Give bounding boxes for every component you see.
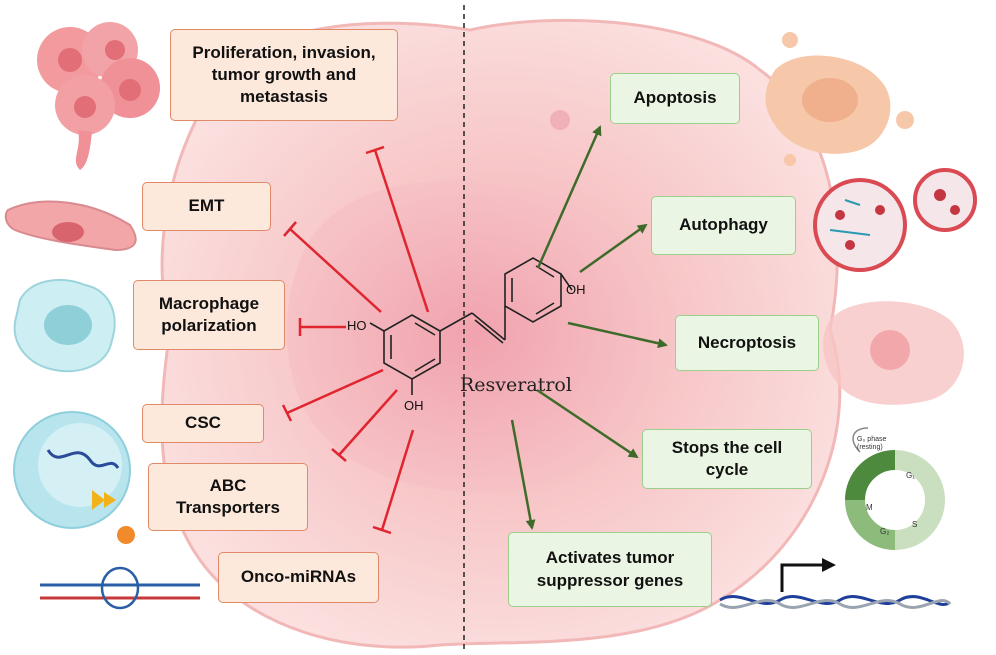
inhibit-line-emt (283, 221, 382, 313)
arrow-autophagy (579, 223, 648, 274)
mirna-illustration (40, 566, 200, 610)
stem-cell-illustration (13, 411, 135, 544)
hydroxyl-label-bottom: OH (404, 398, 424, 413)
box-macrophage-polarization: Macrophage polarization (133, 280, 285, 350)
cell-vesicle (550, 110, 570, 130)
box-cell-cycle-arrest: Stops the cell cycle (642, 429, 812, 489)
vinyl-bond (439, 312, 473, 332)
cell-cycle-illustration (845, 427, 945, 550)
autophagy-illustration (813, 168, 977, 272)
inhibit-line-proliferation (365, 145, 430, 313)
box-autophagy: Autophagy (651, 196, 796, 255)
macrophage-illustration (13, 279, 116, 373)
arrow-necroptosis (567, 321, 668, 349)
inhibit-line-macrophage (298, 318, 346, 336)
necroptotic-cell-illustration (823, 301, 964, 405)
compound-name: Resveratrol (460, 374, 572, 396)
inhibit-line-csc (281, 368, 384, 422)
apoptotic-cell-illustration (765, 32, 914, 166)
box-tumor-suppressor-genes: Activates tumor suppressor genes (508, 532, 712, 607)
box-csc: CSC (142, 404, 264, 443)
box-abc-transporters: ABC Transporters (148, 463, 308, 531)
inhibit-line-abc (331, 389, 398, 462)
inhibit-line-oncomir (372, 429, 415, 535)
hydroxyl-label-left: HO (347, 318, 367, 333)
box-onco-mirnas: Onco-miRNAs (218, 552, 379, 603)
tumor-cluster-illustration (37, 22, 160, 170)
cancer-cell-nucleus (286, 181, 652, 492)
mesenchymal-cell-illustration (4, 200, 137, 252)
box-emt: EMT (142, 182, 271, 231)
arrow-tumor-suppressor (510, 419, 536, 530)
phase-label-g2: G₂ (880, 527, 890, 536)
arrow-apoptosis (536, 125, 602, 269)
phase-label-g1: G₁ (906, 471, 915, 480)
phase-label-s: S (912, 520, 918, 529)
arrow-cell-cycle (536, 388, 639, 459)
hydroxyl-label-top: OH (566, 282, 586, 297)
dna-transcription-illustration (719, 558, 952, 609)
g0-phase-label: G₀ phase (resting) (857, 436, 887, 451)
phase-label-m: M (866, 503, 873, 512)
box-proliferation: Proliferation, invasion, tumor growth an… (170, 29, 398, 121)
box-necroptosis: Necroptosis (675, 315, 819, 371)
box-apoptosis: Apoptosis (610, 73, 740, 124)
